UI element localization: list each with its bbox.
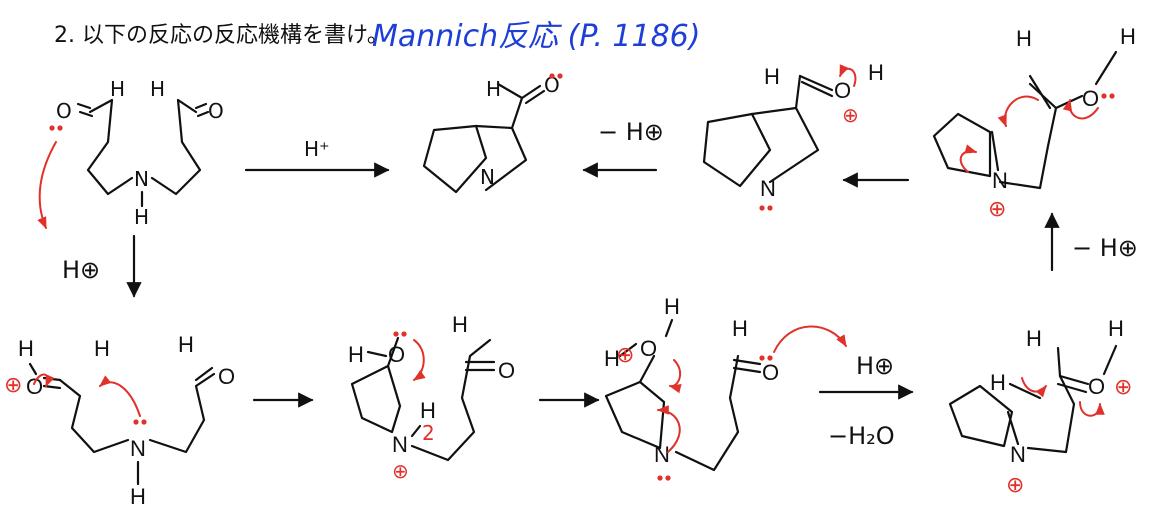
step-label: − H⊕ bbox=[598, 118, 664, 146]
atom-O: O bbox=[208, 99, 224, 123]
atom-H: H bbox=[1026, 326, 1042, 351]
atom-H: H bbox=[150, 77, 165, 101]
atom-N: N bbox=[1010, 442, 1026, 467]
plus-charge: ⊕ bbox=[1006, 473, 1024, 498]
atom-H: H bbox=[764, 64, 780, 89]
main-reaction-arrow: H⁺ bbox=[244, 137, 390, 178]
atom-H: H bbox=[348, 342, 364, 367]
atom-H: H bbox=[732, 316, 748, 341]
atom-O: O bbox=[640, 336, 657, 361]
iminium-protonated-aldehyde: N ⊕ O H H H ⊕ bbox=[948, 316, 1132, 498]
atom-O: O bbox=[498, 358, 515, 383]
atom-H: H bbox=[990, 370, 1006, 395]
atom-N: N bbox=[480, 165, 495, 189]
atom-H: H bbox=[18, 336, 34, 361]
question-title: 2. 以下の反応の反応機構を書け。 bbox=[54, 23, 389, 48]
step-label: − H⊕ bbox=[1072, 234, 1138, 262]
atom-H: H bbox=[94, 336, 110, 361]
step-label: H⊕ bbox=[62, 256, 100, 284]
atom-H: H bbox=[452, 312, 468, 337]
atom-N: N bbox=[134, 167, 149, 191]
atom-H: H bbox=[178, 332, 194, 357]
atom-N: N bbox=[992, 168, 1008, 193]
protonated-open-chain: O H H ⊕ O H N H bbox=[4, 332, 235, 508]
enol-iminium: H O H N ⊕ bbox=[932, 24, 1136, 222]
atom-N: N bbox=[392, 432, 408, 457]
product-aldehyde: N O H bbox=[422, 73, 563, 194]
plus-charge: ⊕ bbox=[4, 373, 22, 398]
atom-O: O bbox=[56, 99, 72, 123]
deprotonation-step-top: − H⊕ bbox=[582, 118, 664, 178]
atom-O: O bbox=[1082, 86, 1099, 111]
plus-charge: ⊕ bbox=[616, 343, 634, 368]
protonated-aldehyde-bicycle: H O H N ⊕ bbox=[702, 60, 884, 211]
atom-H: H bbox=[1120, 24, 1136, 49]
atom-H: H bbox=[130, 484, 146, 508]
atom-N: N bbox=[130, 436, 146, 461]
dehydration-step: H⊕ −H₂O bbox=[818, 352, 914, 450]
atom-N: N bbox=[760, 176, 776, 201]
atom-O: O bbox=[762, 360, 779, 385]
atom-H: H bbox=[420, 398, 436, 423]
step-label-top: H⊕ bbox=[856, 352, 894, 380]
reagent-label: H⁺ bbox=[304, 137, 330, 161]
atom-N: N bbox=[654, 442, 670, 467]
step-label-bottom: −H₂O bbox=[828, 422, 895, 450]
atom-H: H bbox=[1016, 26, 1032, 51]
protonation-step: H⊕ bbox=[62, 234, 142, 298]
atom-O: O bbox=[544, 73, 560, 97]
atom-O: O bbox=[218, 364, 235, 389]
atom-H: H bbox=[664, 294, 680, 319]
plus-charge: ⊕ bbox=[842, 103, 859, 127]
reaction-note: Mannich反応 (P. 1186) bbox=[372, 19, 700, 54]
atom-O: O bbox=[1088, 374, 1105, 399]
atom-H: H bbox=[134, 205, 149, 229]
protonated-hydroxyl: H O H ⊕ N O H bbox=[604, 294, 847, 481]
atom-O: O bbox=[834, 78, 851, 103]
starting-dialdehyde: O H O H N H bbox=[37, 77, 224, 230]
plus-charge: ⊕ bbox=[392, 459, 409, 483]
atom-H: H bbox=[486, 77, 501, 101]
deprotonation-step-right: − H⊕ bbox=[1044, 212, 1138, 272]
charge-number: 2 bbox=[422, 421, 435, 445]
atom-O: O bbox=[388, 342, 405, 367]
atom-H: H bbox=[868, 60, 884, 85]
cyclized-ammonium: H O N H 2 ⊕ O H bbox=[348, 312, 515, 483]
atom-O: O bbox=[26, 374, 43, 399]
plus-charge: ⊕ bbox=[1114, 375, 1132, 400]
atom-H: H bbox=[604, 346, 620, 371]
plus-charge: ⊕ bbox=[988, 197, 1006, 222]
atom-H: H bbox=[1108, 316, 1124, 341]
atom-H: H bbox=[110, 77, 125, 101]
